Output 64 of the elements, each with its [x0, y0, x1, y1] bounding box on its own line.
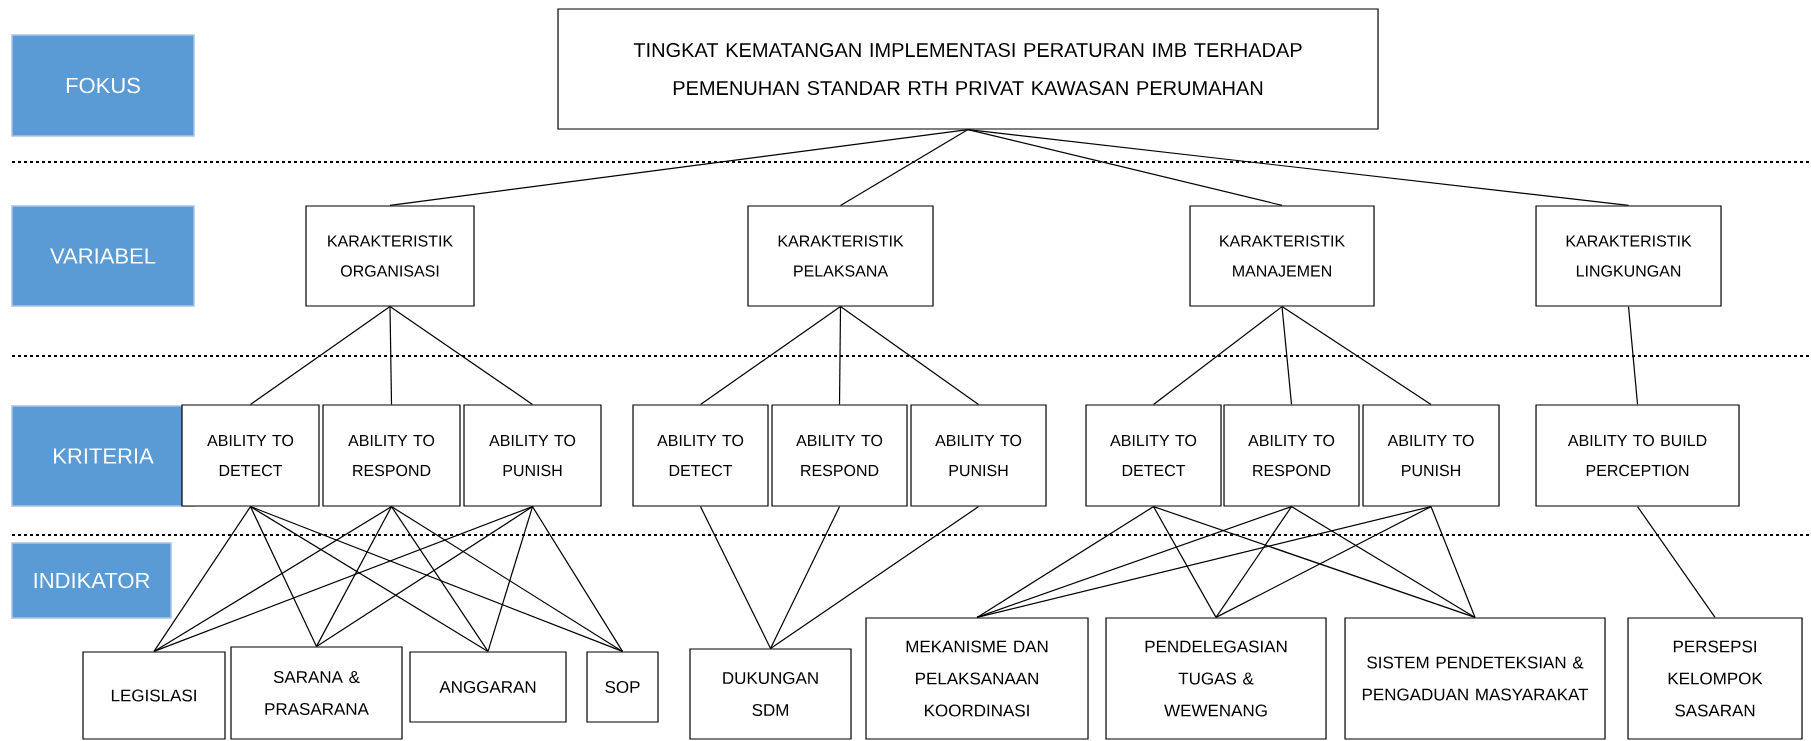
hierarchy-box: SARANA & PRASARANA: [230, 646, 403, 740]
level-label-box: KRITERIA: [11, 405, 195, 507]
connector-line: [249, 506, 318, 647]
level-label-box: FOKUS: [11, 34, 195, 137]
connector-line: [1430, 506, 1476, 618]
connector-line: [153, 506, 252, 652]
connector-line: [1215, 506, 1293, 618]
connector-line: [699, 306, 842, 405]
connector-line: [1152, 506, 1217, 618]
hierarchy-box: PENDELEGASIAN TUGAS & WEWENANG: [1105, 617, 1327, 740]
hierarchy-box: ABILITY TO PUNISH: [910, 404, 1047, 507]
level-label-box: INDIKATOR: [11, 542, 172, 619]
hierarchy-box: KARAKTERISTIK ORGANISASI: [305, 205, 475, 307]
connector-line: [389, 306, 534, 405]
hierarchy-box: SOP: [586, 651, 659, 723]
connector-line: [1627, 306, 1639, 405]
connector-line: [1281, 306, 1432, 405]
hierarchy-box: ABILITY TO DETECT: [632, 404, 769, 507]
hierarchy-box: KARAKTERISTIK LINGKUNGAN: [1535, 205, 1722, 307]
hierarchy-box: KARAKTERISTIK MANAJEMEN: [1189, 205, 1375, 307]
hierarchy-box: ABILITY TO DETECT: [181, 404, 320, 507]
connector-line: [1215, 506, 1432, 618]
connector-line: [389, 306, 393, 405]
hierarchy-box: ABILITY TO PUNISH: [463, 404, 602, 507]
hierarchy-box: ABILITY TO BUILD PERCEPTION: [1535, 404, 1740, 507]
connector-line: [389, 129, 969, 206]
connector-line: [390, 506, 624, 652]
hierarchy-box: MEKANISME DAN PELAKSANAAN KOORDINASI: [865, 617, 1089, 740]
hierarchy-box: ABILITY TO DETECT: [1085, 404, 1222, 507]
hierarchy-box: ANGGARAN: [409, 651, 567, 723]
hierarchy-box: ABILITY TO RESPOND: [1223, 404, 1360, 507]
connector-line: [315, 506, 534, 647]
connector-line: [699, 506, 772, 649]
level-label-box: VARIABEL: [11, 205, 195, 307]
connector-line: [769, 506, 980, 649]
connector-line: [487, 506, 534, 652]
connector-line: [839, 129, 969, 206]
connector-line: [976, 506, 1155, 618]
connector-line: [1281, 306, 1293, 405]
hierarchy-box: ABILITY TO RESPOND: [771, 404, 908, 507]
connector-line: [531, 506, 624, 652]
connector-line: [1290, 506, 1476, 618]
connector-line: [1152, 506, 1476, 618]
hierarchy-box: TINGKAT KEMATANGAN IMPLEMENTASI PERATURAN IMB TERHADAP PEMENUHAN STANDAR RTH PRIVAT KAWASAN PERUMAHAN: [557, 8, 1379, 130]
hierarchy-box: DUKUNGAN SDM: [689, 648, 852, 740]
hierarchy-box: LEGISLASI: [82, 651, 226, 740]
hierarchy-box: SISTEM PENDETEKSIAN & PENGADUAN MASYARAKAT: [1344, 617, 1606, 740]
connector-line: [967, 129, 1283, 206]
hierarchy-box: ABILITY TO PUNISH: [1362, 404, 1500, 507]
connector-line: [769, 506, 841, 649]
connector-line: [249, 306, 391, 405]
connector-line: [967, 129, 1630, 206]
connector-line: [838, 306, 842, 405]
connector-line: [1152, 306, 1283, 405]
connector-line: [976, 506, 1432, 618]
hierarchy-box: ABILITY TO RESPOND: [322, 404, 461, 507]
connector-line: [1636, 506, 1716, 618]
connector-line: [315, 506, 393, 647]
hierarchy-box: KARAKTERISTIK PELAKSANA: [747, 205, 934, 307]
connector-line: [249, 506, 489, 652]
connector-line: [153, 506, 393, 652]
hierarchy-box: PERSEPSI KELOMPOK SASARAN: [1627, 617, 1803, 740]
connector-line: [839, 306, 980, 405]
connector-line: [390, 506, 489, 652]
